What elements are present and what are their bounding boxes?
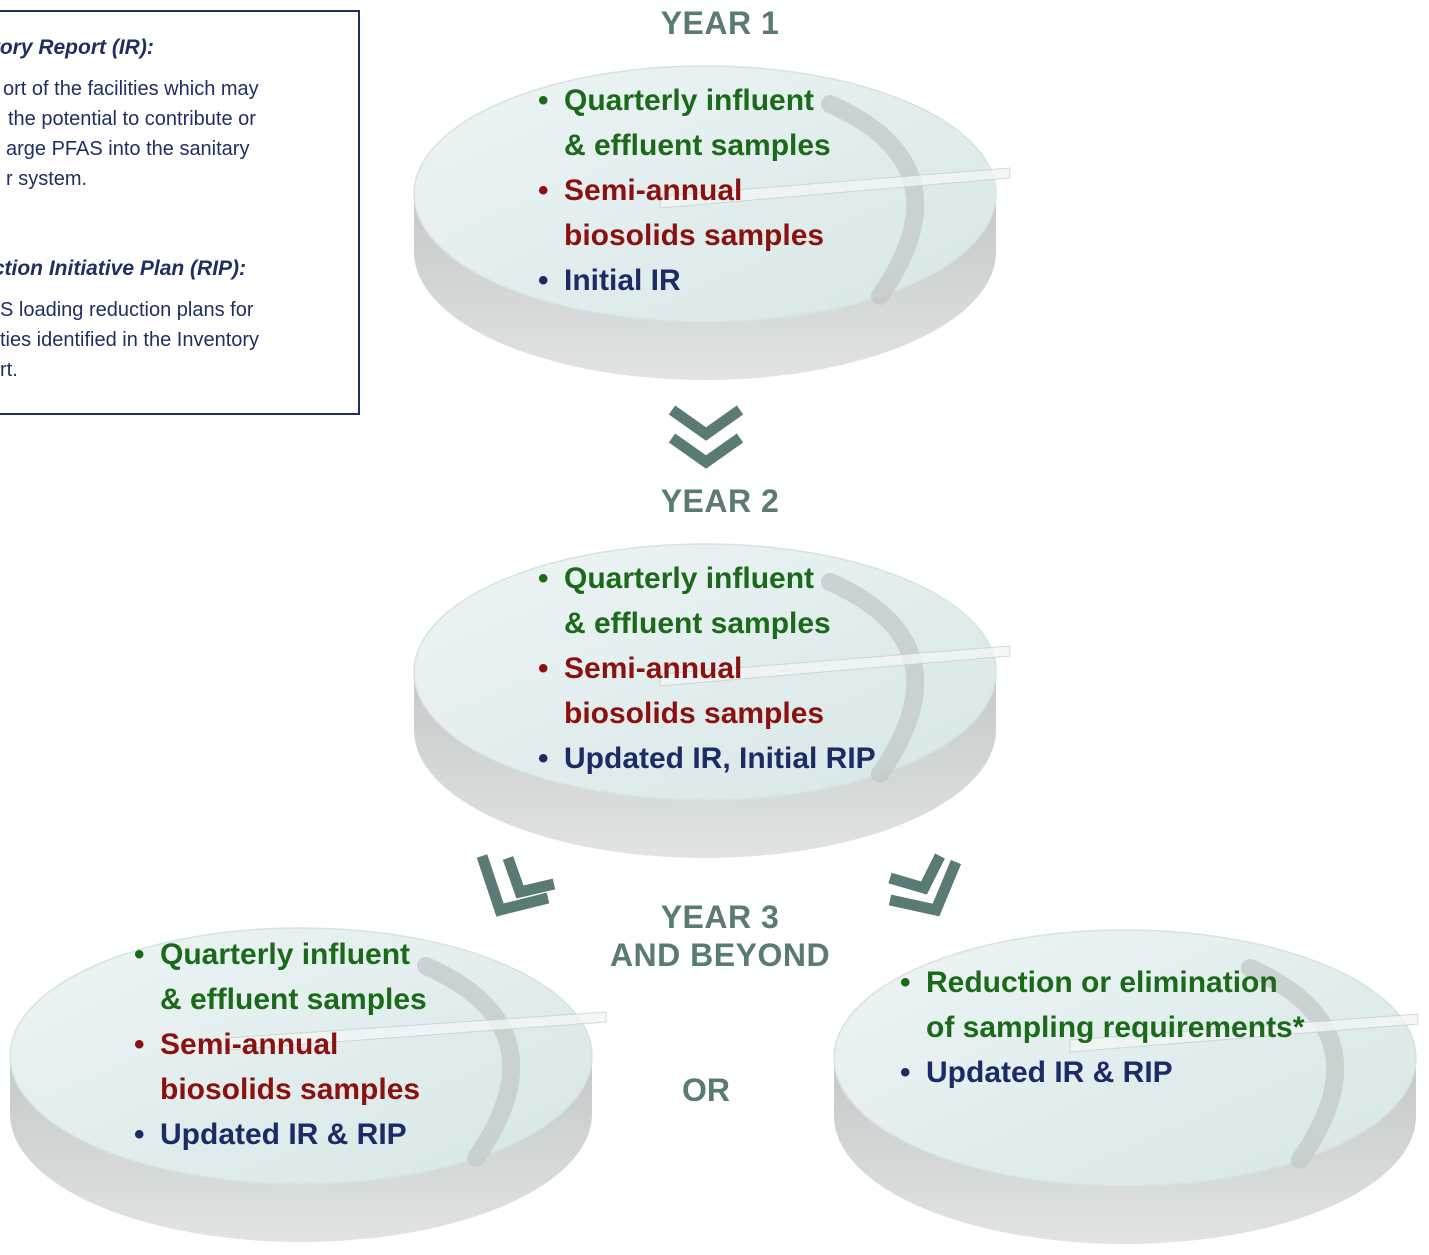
- year2-item-sampling: •Quarterly influent& effluent samples: [538, 556, 876, 646]
- year1-disc: •Quarterly influent& effluent samples •S…: [410, 46, 1011, 386]
- legend-ir-line: ort of the facilities which may: [3, 78, 259, 100]
- bullet-icon: •: [538, 742, 549, 775]
- bullet-icon: •: [900, 1056, 911, 1089]
- legend-ir-definition: ort of the facilities which may the pote…: [0, 74, 344, 194]
- year3-left-item-report: •Updated IR & RIP: [134, 1112, 427, 1157]
- chevron-down-right-icon: [888, 853, 962, 917]
- year3-left-disc: •Quarterly influent& effluent samples •S…: [6, 908, 607, 1248]
- bullet-icon: •: [538, 84, 549, 117]
- legend-rip-term: uction Initiative Plan (RIP):: [0, 257, 247, 280]
- legend-ir-line: arge PFAS into the sanitary: [6, 138, 250, 160]
- year1-item-report: •Initial IR: [538, 258, 831, 303]
- year2-label: YEAR 2: [660, 483, 780, 519]
- disc-shape: [833, 929, 1419, 1244]
- legend-ir-line: r system.: [6, 168, 88, 190]
- legend-rip-line: rt.: [0, 359, 18, 381]
- year1-item-sampling: •Quarterly influent& effluent samples: [538, 78, 831, 168]
- disc-shape: [9, 927, 607, 1242]
- year3-left-items: •Quarterly influent& effluent samples •S…: [134, 932, 427, 1157]
- year2-disc: •Quarterly influent& effluent samples •S…: [410, 524, 1011, 864]
- year1-label: YEAR 1: [660, 5, 780, 41]
- bullet-icon: •: [538, 562, 549, 595]
- year1-items: •Quarterly influent& effluent samples •S…: [538, 78, 831, 303]
- bullet-icon: •: [538, 652, 549, 685]
- bullet-icon: •: [134, 1028, 145, 1061]
- year3-right-item-report: •Updated IR & RIP: [900, 1050, 1304, 1095]
- legend-rip-line: ties identified in the Inventory: [0, 329, 260, 351]
- bullet-icon: •: [538, 174, 549, 207]
- bullet-icon: •: [134, 938, 145, 971]
- year2-items: •Quarterly influent& effluent samples •S…: [538, 556, 876, 781]
- legend-rip-definition: S loading reduction plans for ties ident…: [0, 295, 344, 385]
- year2-item-report: •Updated IR, Initial RIP: [538, 736, 876, 781]
- year3-label: YEAR 3 AND BEYOND: [560, 898, 880, 974]
- chevron-down-icon: [668, 405, 744, 469]
- bullet-icon: •: [134, 1118, 145, 1151]
- bullet-icon: •: [900, 966, 911, 999]
- legend-rip-line: S loading reduction plans for: [0, 299, 254, 321]
- legend-ir-term: ntory Report (IR):: [0, 36, 154, 59]
- year3-label-line1: YEAR 3: [660, 899, 780, 935]
- legend-ir-line: the potential to contribute or: [8, 108, 256, 130]
- disc-shape: [413, 543, 1011, 858]
- year3-left-item-sampling: •Quarterly influent& effluent samples: [134, 932, 427, 1022]
- or-label: OR: [682, 1072, 730, 1108]
- year3-label-line2: AND BEYOND: [609, 937, 831, 973]
- legend-box: ntory Report (IR): ort of the facilities…: [0, 10, 360, 415]
- bullet-icon: •: [538, 264, 549, 297]
- disc-shape: [413, 65, 1011, 380]
- chevron-down-left-icon: [476, 854, 556, 917]
